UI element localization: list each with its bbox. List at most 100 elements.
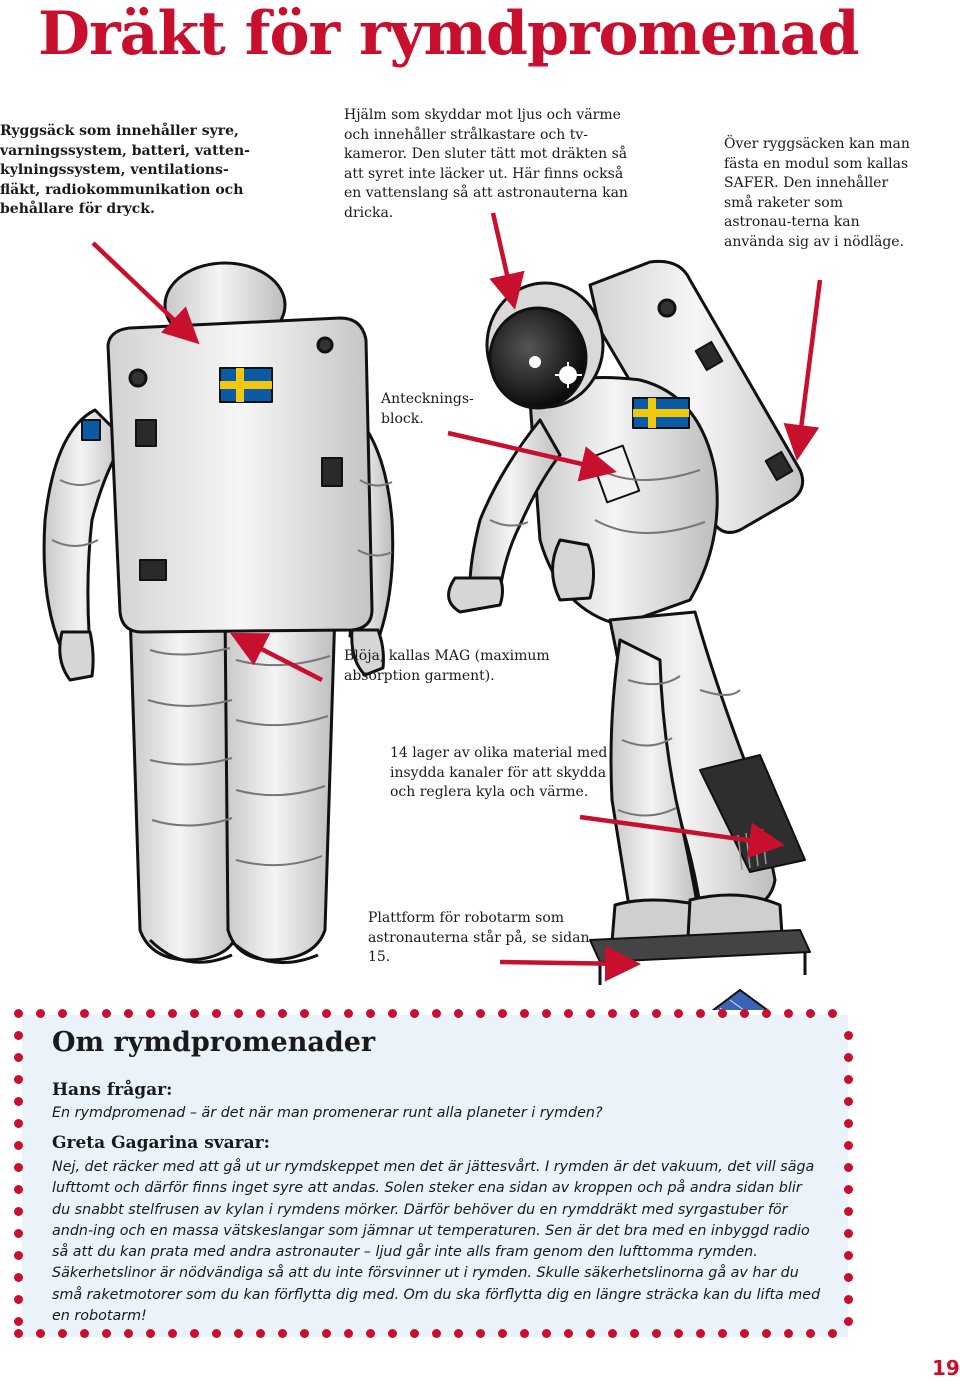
border-dot bbox=[344, 1009, 353, 1018]
info-box-heading: Om rymdpromenader bbox=[52, 1027, 376, 1058]
border-dot bbox=[476, 1009, 485, 1018]
border-dot bbox=[366, 1329, 375, 1338]
astronaut-side-view bbox=[447, 259, 811, 985]
border-dot bbox=[58, 1009, 67, 1018]
border-dot bbox=[454, 1009, 463, 1018]
border-dot bbox=[630, 1009, 639, 1018]
spacesuit-illustration bbox=[42, 212, 823, 1010]
answer-text: Nej, det räcker med att gå ut ur rymdske… bbox=[52, 1159, 821, 1325]
border-dot bbox=[806, 1009, 815, 1018]
border-dot bbox=[432, 1009, 441, 1018]
border-dot bbox=[652, 1329, 661, 1338]
border-dot bbox=[652, 1009, 661, 1018]
pointer-arrows bbox=[91, 212, 823, 982]
border-dot bbox=[36, 1009, 45, 1018]
border-dot bbox=[844, 1185, 853, 1194]
border-dot bbox=[300, 1329, 309, 1338]
border-dot bbox=[564, 1329, 573, 1338]
border-dot bbox=[806, 1329, 815, 1338]
border-dot bbox=[498, 1329, 507, 1338]
border-dot bbox=[844, 1295, 853, 1304]
info-box bbox=[22, 1015, 848, 1337]
border-dot bbox=[388, 1009, 397, 1018]
border-dot bbox=[14, 1053, 23, 1062]
border-dot bbox=[674, 1009, 683, 1018]
border-dot bbox=[14, 1317, 23, 1326]
border-dot bbox=[586, 1329, 595, 1338]
border-dot bbox=[14, 1031, 23, 1040]
border-dot bbox=[542, 1009, 551, 1018]
caption-safer: Över ryggsäcken kan man fästa en modul s… bbox=[724, 136, 910, 250]
astronaut-back-view bbox=[42, 261, 395, 965]
border-dot bbox=[718, 1329, 727, 1338]
border-dot bbox=[234, 1009, 243, 1018]
border-dot bbox=[520, 1329, 529, 1338]
border-dot bbox=[498, 1009, 507, 1018]
caption-layers: 14 lager av olika material med insydda k… bbox=[390, 745, 608, 800]
border-dot bbox=[212, 1329, 221, 1338]
border-dot bbox=[102, 1329, 111, 1338]
border-dot bbox=[278, 1009, 287, 1018]
border-dot bbox=[14, 1163, 23, 1172]
border-dot bbox=[564, 1009, 573, 1018]
border-dot bbox=[828, 1009, 837, 1018]
border-dot bbox=[36, 1329, 45, 1338]
border-dot bbox=[410, 1009, 419, 1018]
border-dot bbox=[322, 1329, 331, 1338]
caption-notepad: Antecknings-block. bbox=[381, 391, 474, 427]
border-dot bbox=[80, 1009, 89, 1018]
border-dot bbox=[844, 1097, 853, 1106]
border-dot bbox=[190, 1329, 199, 1338]
border-dot bbox=[586, 1009, 595, 1018]
border-dot bbox=[844, 1119, 853, 1128]
question-speaker: Hans frågar: bbox=[52, 1080, 173, 1100]
border-dot bbox=[14, 1185, 23, 1194]
border-dot bbox=[234, 1329, 243, 1338]
caption-helmet: Hjälm som skyddar mot ljus och värme och… bbox=[344, 107, 628, 221]
border-dot bbox=[146, 1009, 155, 1018]
answer-speaker: Greta Gagarina svarar: bbox=[52, 1133, 270, 1153]
border-dot bbox=[762, 1329, 771, 1338]
border-dot bbox=[14, 1097, 23, 1106]
border-dot bbox=[14, 1295, 23, 1304]
border-dot bbox=[828, 1329, 837, 1338]
border-dot bbox=[366, 1009, 375, 1018]
border-dot bbox=[844, 1053, 853, 1062]
border-dot bbox=[14, 1207, 23, 1216]
border-dot bbox=[388, 1329, 397, 1338]
border-dot bbox=[784, 1009, 793, 1018]
border-dot bbox=[674, 1329, 683, 1338]
border-dot bbox=[168, 1009, 177, 1018]
caption-backpack: Ryggsäck som innehåller syre, varningssy… bbox=[0, 123, 250, 217]
border-dot bbox=[344, 1329, 353, 1338]
border-dot bbox=[718, 1009, 727, 1018]
satellite-illustration bbox=[711, 988, 770, 1010]
border-dot bbox=[844, 1251, 853, 1260]
border-dot bbox=[844, 1273, 853, 1282]
border-dot bbox=[124, 1329, 133, 1338]
border-dot bbox=[844, 1317, 853, 1326]
border-dot bbox=[146, 1329, 155, 1338]
border-dot bbox=[740, 1009, 749, 1018]
border-dot bbox=[256, 1009, 265, 1018]
border-dot bbox=[784, 1329, 793, 1338]
border-dot bbox=[14, 1329, 23, 1338]
border-dot bbox=[608, 1329, 617, 1338]
border-dot bbox=[454, 1329, 463, 1338]
border-dot bbox=[696, 1329, 705, 1338]
border-dot bbox=[14, 1075, 23, 1084]
border-dot bbox=[102, 1009, 111, 1018]
border-dot bbox=[844, 1163, 853, 1172]
border-dot bbox=[14, 1119, 23, 1128]
border-dot bbox=[740, 1329, 749, 1338]
border-dot bbox=[190, 1009, 199, 1018]
border-dot bbox=[696, 1009, 705, 1018]
border-dot bbox=[844, 1031, 853, 1040]
border-dot bbox=[762, 1009, 771, 1018]
border-dot bbox=[542, 1329, 551, 1338]
border-dot bbox=[300, 1009, 309, 1018]
question-text: En rymdpromenad – är det när man promene… bbox=[52, 1105, 603, 1121]
border-dot bbox=[322, 1009, 331, 1018]
page-number: 19 bbox=[932, 1356, 960, 1380]
border-dot bbox=[124, 1009, 133, 1018]
